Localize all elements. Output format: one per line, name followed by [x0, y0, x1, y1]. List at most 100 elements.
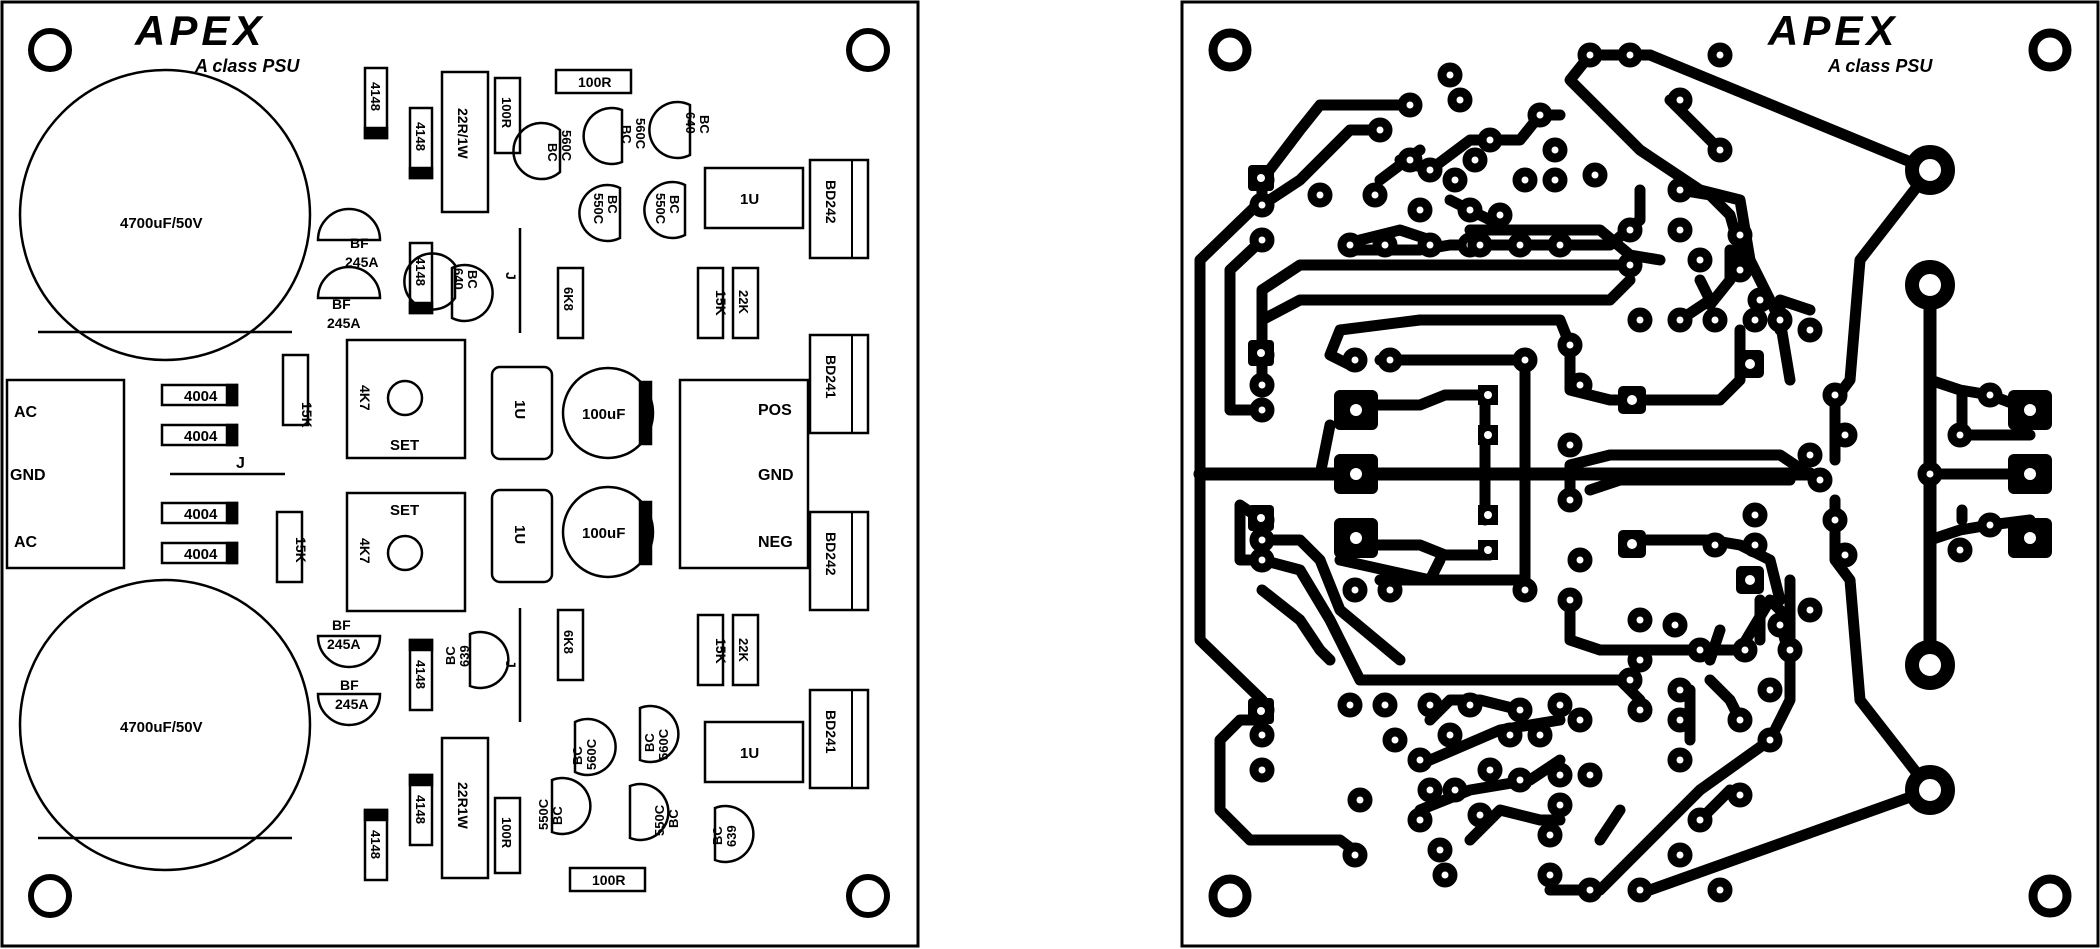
mounting-holes-silk [28, 28, 890, 918]
bc550-label-4: 550C [652, 804, 667, 836]
resistor-22k-top [731, 266, 760, 340]
bf245-top-2: BF [332, 296, 351, 312]
signal-diodes [363, 66, 434, 882]
bc560-pre-3: BC [570, 746, 585, 765]
bc640-pre-1: BC [465, 270, 480, 289]
r100-label-1: 100R [499, 97, 514, 129]
silkscreen-text: APEX A class PSU 4700uF/50V 4700uF/50V A… [10, 7, 839, 888]
bc639-label-2: 639 [724, 825, 739, 847]
rectifier-diodes [160, 383, 239, 565]
filter-cap-bottom [18, 578, 312, 872]
jumper-label-top: J [503, 272, 519, 280]
resistor-22k-bottom [731, 613, 760, 687]
board-outline-copper [1180, 0, 2100, 948]
d4148-label-3: 4148 [413, 257, 428, 286]
pot-label-bottom: 4K7 [357, 538, 373, 564]
bc550-label-2: 550C [653, 193, 668, 225]
bc640-pre-2: BC [697, 115, 712, 134]
bc560-pre-1: BC [545, 143, 560, 162]
d4148-label-2: 4148 [413, 122, 428, 151]
cap-100uf-bottom [561, 485, 655, 579]
bc550-label-1: 550C [591, 193, 606, 225]
resistor-6k8-bottom [556, 608, 585, 682]
bf245-bottom-2: BF [340, 677, 359, 693]
resistor-6k8-top [556, 266, 585, 340]
gnd-out-label: GND [758, 467, 794, 484]
resistor-15k-2 [275, 510, 304, 584]
cap-1u-box-bottom [703, 720, 805, 784]
r15k-label-4: 15K [713, 638, 729, 664]
brand-logo: APEX [134, 7, 265, 54]
subtitle: A class PSU [194, 56, 300, 76]
board-outline-silk [0, 0, 920, 948]
neg-label: NEG [758, 534, 793, 551]
pot-bottom [345, 491, 467, 613]
copper-panel: APEX A class PSU [1180, 0, 2100, 948]
bf245-top-2b: 245A [327, 315, 360, 331]
pot-top [345, 338, 467, 460]
bc560-pre-4: BC [642, 733, 657, 752]
resistor-100r-3 [493, 796, 522, 875]
copper-subtitle: A class PSU [1827, 56, 1933, 76]
cap-1u-box-label-bottom: 1U [740, 745, 759, 762]
r22r-label-top: 22R/1W [455, 108, 471, 159]
jumper-label: J [236, 455, 245, 472]
cap-1u-box-label-top: 1U [740, 191, 759, 208]
bd242-label-1: BD242 [823, 180, 839, 224]
copper-square-pad-holes [1257, 174, 2036, 715]
resistor-22r-bottom [440, 736, 490, 880]
bf245-bottom-2b: 245A [335, 696, 368, 712]
gnd-in-label: GND [10, 467, 46, 484]
cap-100uf-top [561, 366, 655, 460]
small-transistors [316, 100, 755, 864]
resistor-100r-1 [493, 76, 522, 155]
d4148-label-4: 4148 [413, 660, 428, 689]
set-label-bottom: SET [390, 502, 419, 519]
r15k-label-2: 15K [293, 537, 309, 563]
resistor-15k-3 [696, 266, 725, 340]
r100-label-2: 100R [578, 74, 611, 90]
d4148-label-1: 4148 [368, 82, 383, 111]
bc560-label-2: 560C [633, 118, 648, 150]
copper-traces [1193, 49, 2036, 896]
cap-top-label: 4700uF/50V [120, 215, 203, 232]
cap-1u-box-top [703, 166, 805, 230]
cap-1u-label-top: 1U [511, 400, 528, 419]
cap-100uf-label-bottom: 100uF [582, 525, 625, 542]
d4148-label-6: 4148 [368, 830, 383, 859]
resistor-100r-2 [554, 68, 633, 95]
bd242-label-2: BD242 [823, 532, 839, 576]
pos-label: POS [758, 402, 792, 419]
r6k8-label-top: 6K8 [561, 287, 576, 311]
bc550-pre-4: BC [666, 809, 681, 828]
copper-brand-logo: APEX [1767, 7, 1898, 54]
cap-1u-label-bottom: 1U [511, 525, 528, 544]
diode-label-2: 4004 [184, 428, 218, 445]
resistor-100r-4 [568, 866, 647, 893]
r22r-label-bottom: 22R1W [455, 782, 471, 829]
filter-cap-top [18, 68, 312, 362]
resistor-15k-1 [281, 353, 310, 427]
r100-label-4: 100R [592, 872, 625, 888]
ac-bottom-label: AC [14, 534, 38, 551]
bf245-bottom-1: BF [332, 617, 351, 633]
bf245-top-1: BF [350, 235, 369, 251]
bc639-label-1: 639 [457, 645, 472, 667]
bf245-bottom-1b: 245A [327, 636, 360, 652]
silkscreen-panel [0, 0, 920, 948]
r15k-label-3: 15K [713, 290, 729, 316]
r22k-label-top: 22K [736, 290, 751, 314]
bc560-label-1: 560C [559, 130, 574, 162]
bc640-label-1: 640 [451, 268, 466, 290]
d4148-label-5: 4148 [413, 795, 428, 824]
jumper-label-bottom: J [503, 660, 519, 668]
bc550-pre-3: BC [550, 806, 565, 825]
diode-label-4: 4004 [184, 546, 218, 563]
resistor-22r-top [440, 70, 490, 214]
resistor-15k-4 [696, 613, 725, 687]
bc550-pre-1: BC [605, 195, 620, 214]
cap-bottom-label: 4700uF/50V [120, 719, 203, 736]
r6k8-label-bottom: 6K8 [561, 630, 576, 654]
cap-100uf-label-top: 100uF [582, 406, 625, 423]
